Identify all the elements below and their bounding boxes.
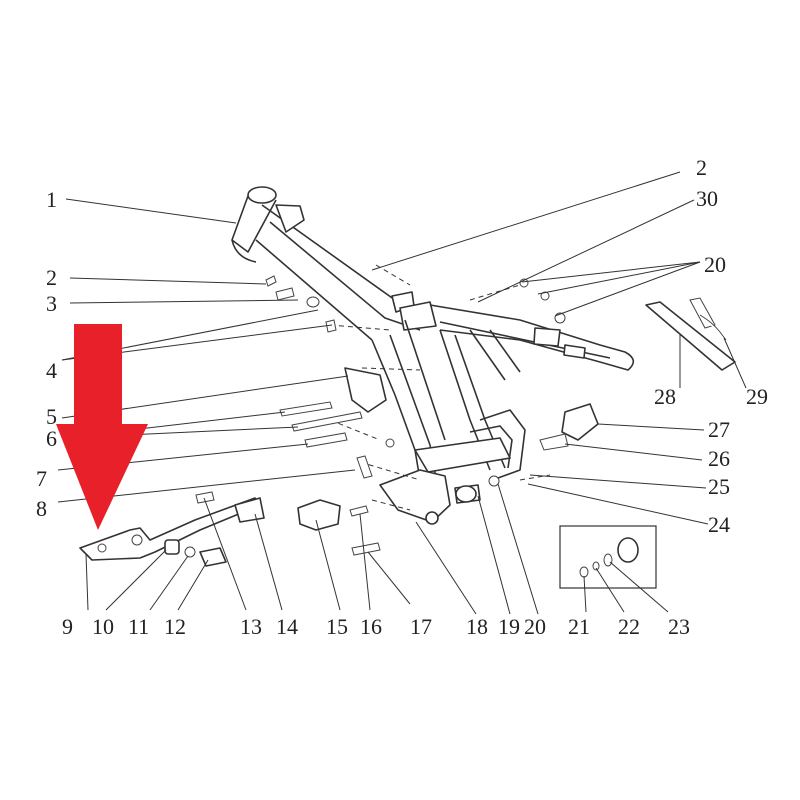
callout-15: 15 xyxy=(326,614,348,639)
callout-23: 23 xyxy=(668,614,690,639)
callout-17: 17 xyxy=(410,614,432,639)
callout-12: 12 xyxy=(164,614,186,639)
callout-8: 8 xyxy=(36,496,47,521)
callout-27: 27 xyxy=(708,417,730,442)
mount-fasteners xyxy=(265,275,387,556)
callout-9: 9 xyxy=(62,614,73,639)
red-down-arrow-icon xyxy=(56,324,148,530)
callout-26: 26 xyxy=(708,446,730,471)
callout-22: 22 xyxy=(618,614,640,639)
callout-4: 4 xyxy=(46,358,57,383)
callout-29: 29 xyxy=(746,384,768,409)
callout-13: 13 xyxy=(240,614,262,639)
side-stand-assembly xyxy=(645,297,736,371)
left-footpeg-assembly xyxy=(234,497,369,531)
callout-1: 1 xyxy=(46,187,57,212)
callout-14: 14 xyxy=(276,614,298,639)
motorcycle-frame xyxy=(231,186,635,525)
callout-25: 25 xyxy=(708,474,730,499)
right-footpeg-assembly xyxy=(539,403,599,451)
callout-16: 16 xyxy=(360,614,382,639)
callout-labels: 1 2 2 3 4 5 6 7 8 9 10 11 12 13 14 15 16… xyxy=(36,155,768,639)
callout-3: 3 xyxy=(46,291,57,316)
callout-18: 18 xyxy=(466,614,488,639)
callout-20-top-right: 20 xyxy=(704,252,726,277)
callout-2-left: 2 xyxy=(46,265,57,290)
callout-21: 21 xyxy=(568,614,590,639)
callout-30: 30 xyxy=(696,186,718,211)
callout-5: 5 xyxy=(46,404,57,429)
detail-inset-box xyxy=(559,525,657,589)
callout-19: 19 xyxy=(498,614,520,639)
callout-24: 24 xyxy=(708,512,730,537)
red-arrow-shape xyxy=(56,324,148,530)
callout-28: 28 xyxy=(654,384,676,409)
callout-6: 6 xyxy=(46,426,57,451)
callout-7: 7 xyxy=(36,466,47,491)
callout-11: 11 xyxy=(128,614,149,639)
callout-20-bottom: 20 xyxy=(524,614,546,639)
callout-10: 10 xyxy=(92,614,114,639)
callout-2-top-right: 2 xyxy=(696,155,707,180)
